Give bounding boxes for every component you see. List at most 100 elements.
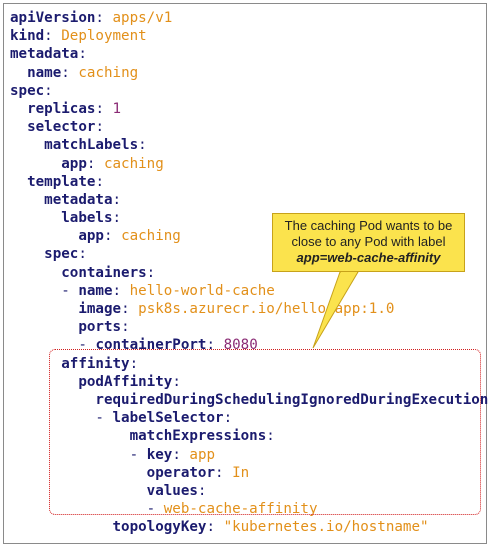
yaml-colon: : <box>197 482 207 499</box>
yaml-line: selector: <box>10 118 491 136</box>
yaml-line: image: psk8s.azurecr.io/hello-app:1.0 <box>10 300 491 318</box>
yaml-key: replicas <box>27 100 96 117</box>
yaml-indent <box>10 137 44 153</box>
callout-line-1: The caching Pod wants to be <box>284 218 453 233</box>
yaml-indent <box>10 210 61 226</box>
yaml-colon: : <box>266 428 275 445</box>
yaml-colon: : <box>95 100 104 117</box>
yaml-indent <box>10 65 27 81</box>
yaml-key: apiVersion <box>10 10 96 26</box>
yaml-colon: : <box>95 119 104 136</box>
yaml-value: 1 <box>112 100 122 117</box>
yaml-line: ports: <box>10 318 491 336</box>
yaml-colon: : <box>86 155 96 172</box>
yaml-key: app <box>61 155 87 172</box>
yaml-line: matchLabels: <box>10 136 491 154</box>
yaml-line: replicas: 1 <box>10 100 491 118</box>
yaml-value: app <box>189 446 216 463</box>
yaml-list-dash: - <box>129 446 147 463</box>
yaml-line: - web-cache-affinity <box>10 500 491 518</box>
yaml-line: requiredDuringSchedulingIgnoredDuringExe… <box>10 391 491 409</box>
yaml-line: - labelSelector: <box>10 409 491 427</box>
yaml-key: ports <box>78 319 122 336</box>
yaml-line: containers: <box>10 264 491 282</box>
yaml-key: spec <box>44 246 79 263</box>
yaml-value: "kubernetes.io/hostname" <box>223 519 429 536</box>
yaml-line: spec: <box>10 82 491 100</box>
yaml-colon: : <box>44 28 53 45</box>
yaml-indent <box>10 119 27 135</box>
yaml-colon: : <box>95 10 104 26</box>
yaml-indent <box>10 192 44 208</box>
yaml-list-dash: - <box>61 282 79 299</box>
yaml-key: spec <box>10 82 45 99</box>
yaml-indent <box>10 265 61 281</box>
yaml-line: topologyKey: "kubernetes.io/hostname" <box>10 518 491 536</box>
callout-line-2: close to any Pod with label <box>291 234 446 249</box>
yaml-indent <box>10 174 27 190</box>
yaml-list-dash: - <box>146 501 164 518</box>
yaml-line: values: <box>10 482 491 500</box>
yaml-key: labelSelector <box>112 410 224 427</box>
yaml-key: kind <box>10 28 45 45</box>
yaml-colon: : <box>206 519 216 536</box>
yaml-value: apps/v1 <box>112 10 173 26</box>
yaml-key: podAffinity <box>78 373 173 390</box>
yaml-colon: : <box>121 301 130 317</box>
yaml-key: labels <box>61 210 113 227</box>
yaml-key: matchExpressions <box>129 428 267 445</box>
yaml-colon: : <box>121 319 130 336</box>
yaml-key: selector <box>27 119 96 136</box>
yaml-line: app: caching <box>10 227 491 245</box>
yaml-key: containers <box>61 264 147 281</box>
yaml-colon: : <box>112 191 122 208</box>
yaml-line: matchExpressions: <box>10 427 491 445</box>
yaml-line: app: caching <box>10 155 491 173</box>
yaml-indent <box>10 246 44 262</box>
yaml-key: affinity <box>61 355 130 372</box>
yaml-line: - name: hello-world-cache <box>10 282 491 300</box>
yaml-key: template <box>27 173 96 190</box>
yaml-line: kind: Deployment <box>10 27 491 45</box>
yaml-line: apiVersion: apps/v1 <box>10 9 491 27</box>
yaml-line: metadata: <box>10 45 491 63</box>
yaml-line: - key: app <box>10 446 491 464</box>
yaml-key: image <box>78 301 122 317</box>
yaml-colon: : <box>223 410 233 427</box>
yaml-key: matchLabels <box>44 137 139 154</box>
yaml-value: hello-world-cache <box>129 282 275 299</box>
yaml-colon: : <box>112 282 122 299</box>
yaml-line: spec: <box>10 245 491 263</box>
yaml-colon: : <box>78 246 87 263</box>
yaml-key: requiredDuringSchedulingIgnoredDuringExe… <box>95 391 489 408</box>
yaml-value: In <box>232 464 250 481</box>
yaml-indent <box>10 101 27 117</box>
yaml-colon: : <box>172 446 181 463</box>
yaml-colon: : <box>138 137 147 154</box>
yaml-value: psk8s.azurecr.io/hello-app:1.0 <box>138 301 395 317</box>
yaml-line: labels: <box>10 209 491 227</box>
yaml-key: values <box>146 482 198 499</box>
yaml-colon: : <box>206 337 216 354</box>
yaml-indent <box>10 228 78 244</box>
yaml-indent <box>10 156 61 172</box>
yaml-line: name: caching <box>10 64 491 82</box>
yaml-colon: : <box>95 173 104 190</box>
callout-line-3: app=web-cache-affinity <box>296 250 441 265</box>
yaml-line: podAffinity: <box>10 373 491 391</box>
yaml-colon: : <box>172 373 181 390</box>
yaml-colon: : <box>146 264 156 281</box>
yaml-key: name <box>27 64 62 81</box>
yaml-indent <box>10 519 113 535</box>
yaml-colon: : <box>78 46 87 63</box>
yaml-value: web-cache-affinity <box>163 501 318 518</box>
yaml-colon: : <box>215 464 224 481</box>
yaml-colon: : <box>129 355 139 372</box>
yaml-key: key <box>146 446 173 463</box>
yaml-colon: : <box>61 64 70 81</box>
yaml-key: topologyKey <box>112 519 207 536</box>
yaml-list-dash: - <box>78 337 96 354</box>
yaml-line: operator: In <box>10 464 491 482</box>
yaml-key: name <box>78 282 113 299</box>
